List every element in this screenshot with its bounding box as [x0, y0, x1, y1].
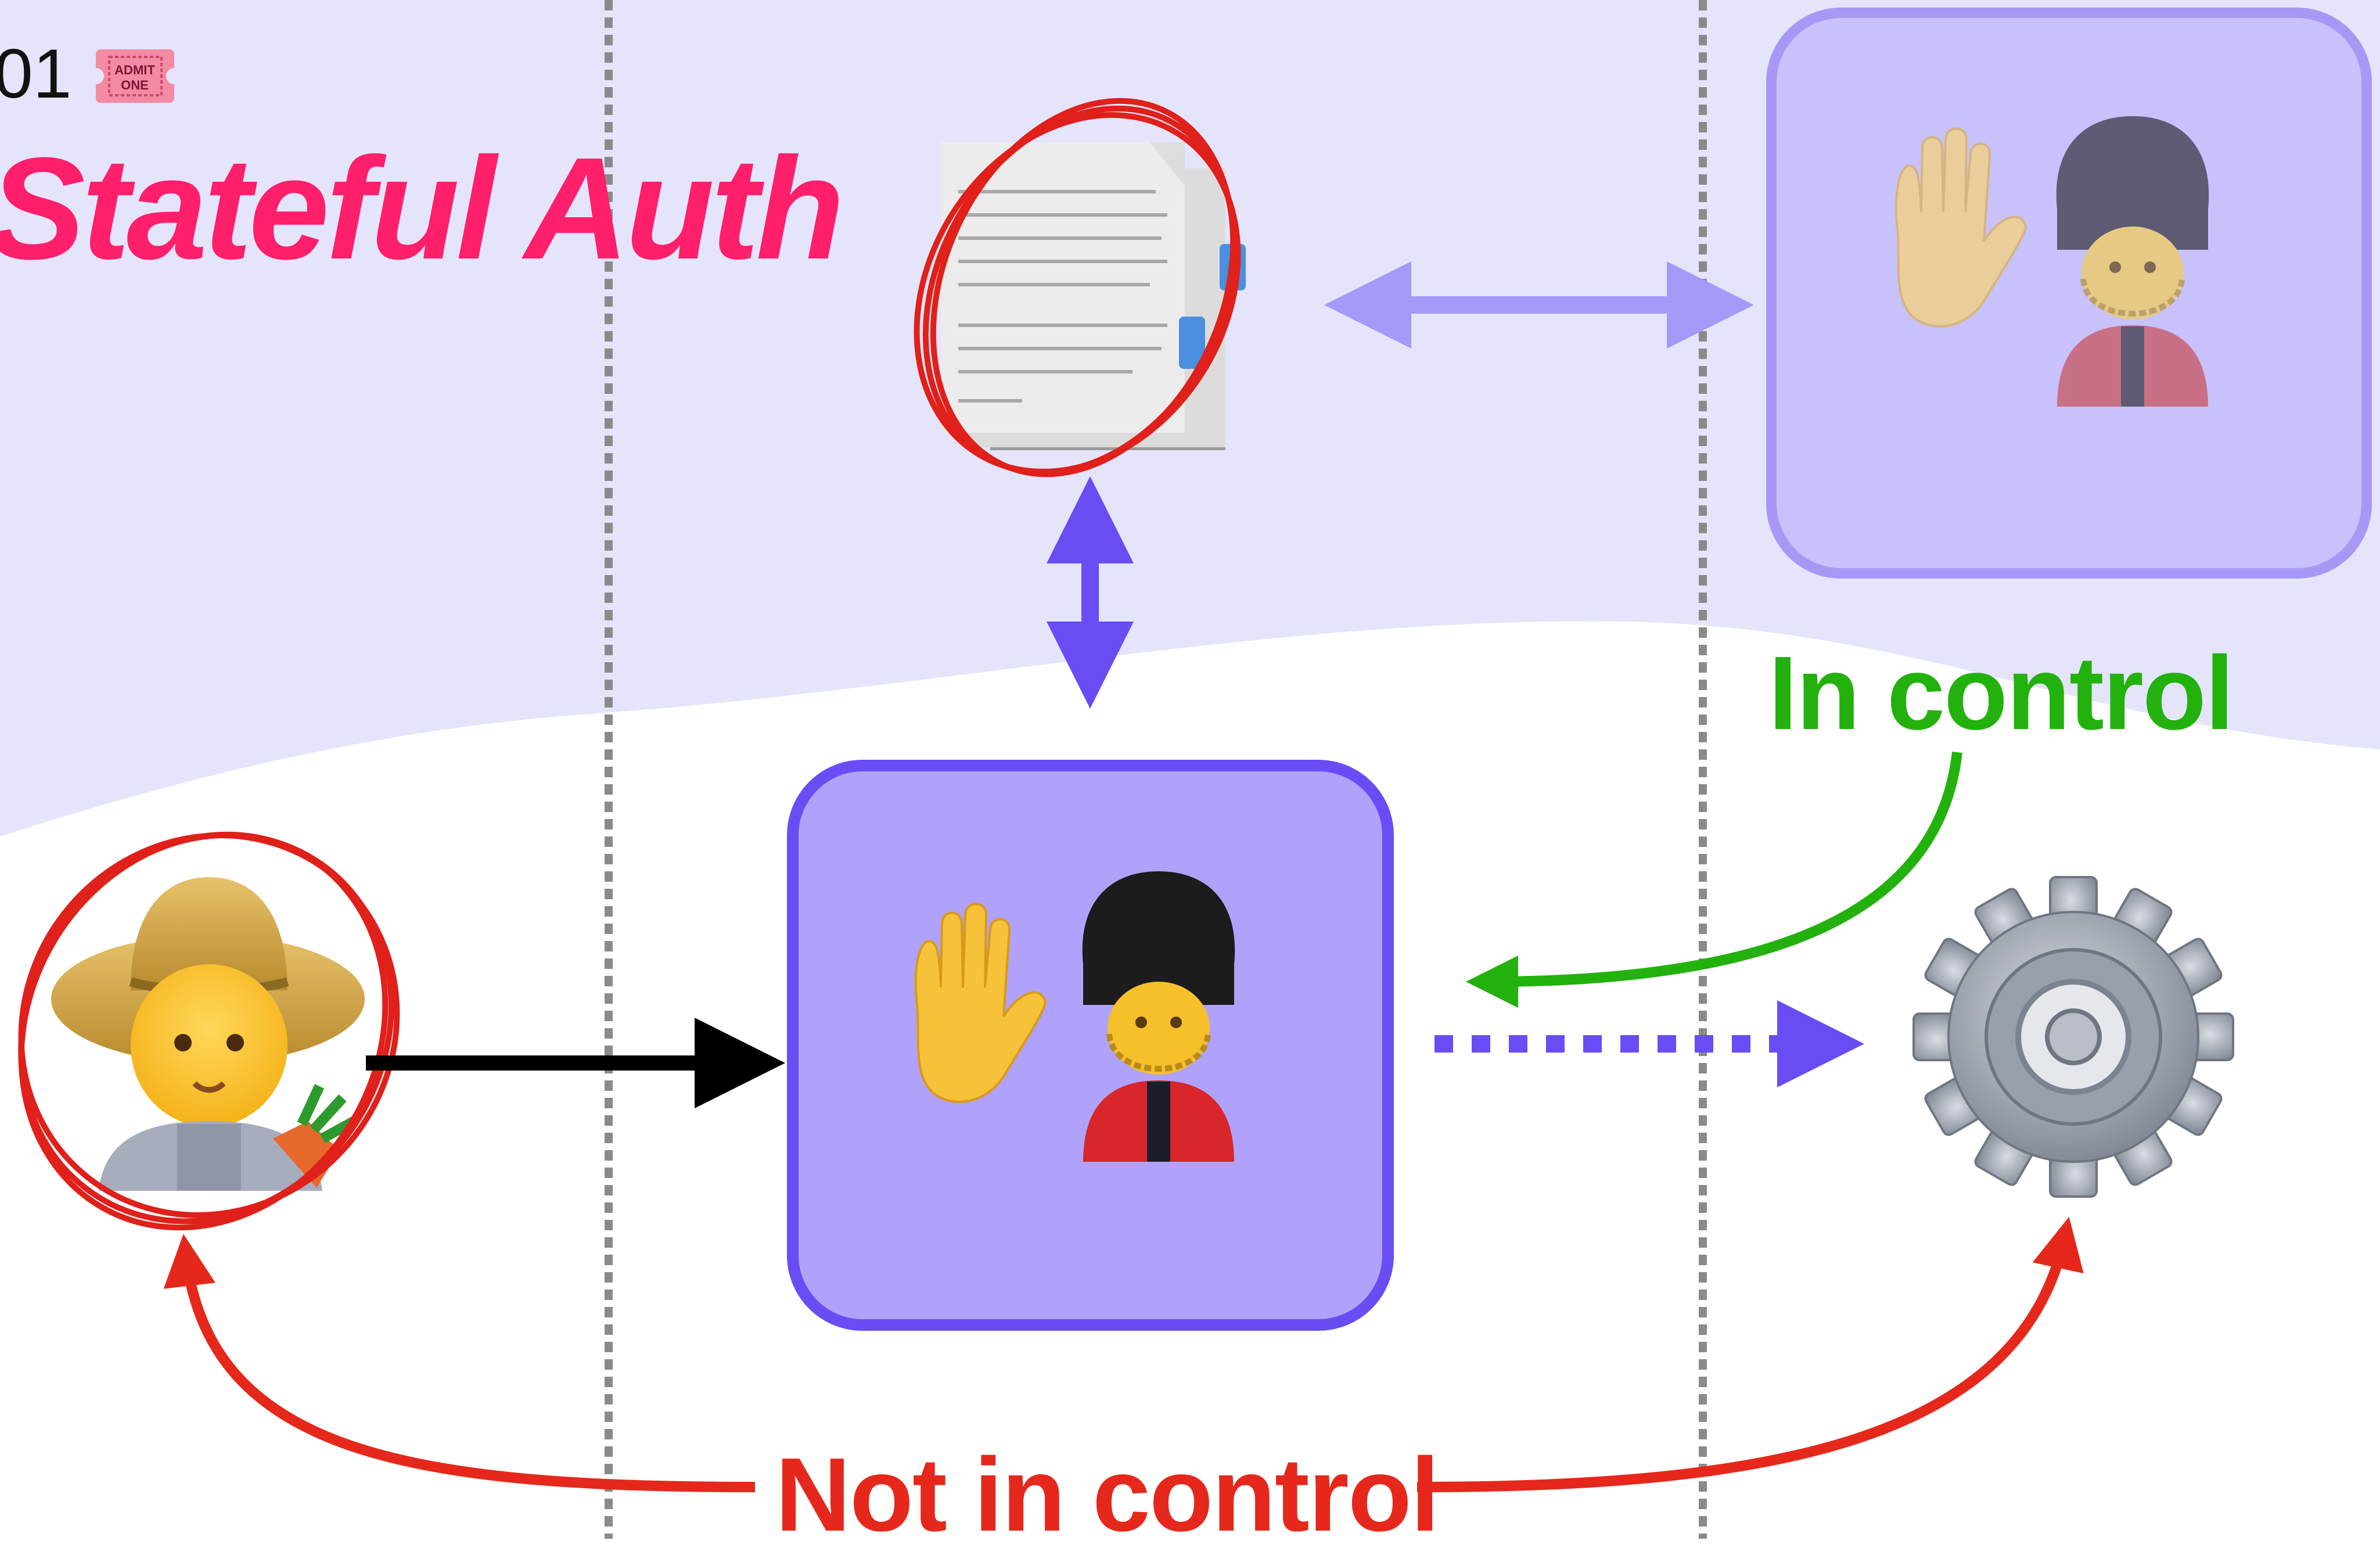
document-pages-icon: [941, 142, 1246, 450]
auth-guard-box-faded: [1766, 8, 2372, 579]
raised-hand-icon-faded: [1894, 127, 2027, 328]
ticket-line1: ADMIT: [114, 63, 155, 77]
highlight-circle-farmer: [18, 831, 400, 1231]
gear-icon: [1912, 876, 2234, 1198]
not-in-control-label: Not in control: [775, 1437, 1440, 1553]
arrow-not-in-control-left: [163, 1234, 756, 1492]
raised-hand-icon: [914, 903, 1047, 1103]
guard-icon-faded: [2056, 116, 2209, 407]
guard-icon: [1082, 871, 1235, 1162]
admit-one-ticket-icon: ADMIT ONE: [88, 49, 182, 103]
page-title: Stateful Auth: [0, 127, 844, 289]
ticket-line2: ONE: [121, 78, 149, 92]
arrow-in-control: [1466, 751, 1962, 1008]
slide-number: 01: [0, 35, 72, 113]
in-control-label: In control: [1768, 635, 2234, 752]
highlight-circle-document: [914, 98, 1241, 477]
arrow-not-in-control-right: [1417, 1216, 2084, 1492]
farmer-icon: [51, 877, 365, 1191]
auth-guard-box: [787, 760, 1394, 1331]
